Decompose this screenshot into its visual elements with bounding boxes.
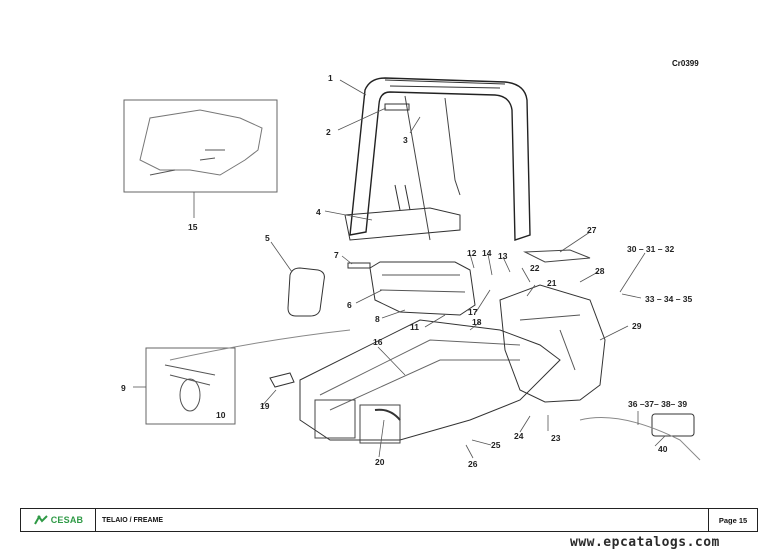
dashboard-cover xyxy=(369,261,476,316)
ref-11: 11 xyxy=(410,322,419,332)
ref-1: 1 xyxy=(328,73,333,83)
ref-24: 24 xyxy=(514,431,524,441)
ref-40: 40 xyxy=(658,444,668,454)
ref-25: 25 xyxy=(491,440,501,450)
ref-3: 3 xyxy=(403,135,408,145)
ref-36-37-38-39: 36 –37– 38– 39 xyxy=(628,399,688,409)
cesab-logo-icon xyxy=(33,515,48,525)
page-number: Page 15 xyxy=(718,515,748,525)
section-title: TELAIO / FREAME xyxy=(96,509,709,531)
inset-part-15 xyxy=(139,109,263,176)
chassis xyxy=(299,319,561,441)
inset-box-9 xyxy=(145,347,236,425)
ref-20: 20 xyxy=(375,457,385,467)
footer-title-block: CESAB TELAIO / FREAME Page 15 xyxy=(20,508,758,532)
cover-5 xyxy=(287,267,325,317)
ref-13: 13 xyxy=(498,251,508,261)
ref-10: 10 xyxy=(216,410,226,420)
drawing-code: Cr0399 xyxy=(672,59,699,68)
ref-23: 23 xyxy=(551,433,561,443)
ref-8: 8 xyxy=(375,314,380,324)
brand-name: CESAB xyxy=(50,515,84,525)
ref-18: 18 xyxy=(472,317,482,327)
ref-16: 16 xyxy=(373,337,383,347)
ref-27: 27 xyxy=(587,225,597,235)
ref-4: 4 xyxy=(316,207,321,217)
brand-logo: CESAB xyxy=(21,509,96,531)
ref-22: 22 xyxy=(530,263,540,273)
ref-5: 5 xyxy=(265,233,270,243)
watermark: www.epcatalogs.com xyxy=(570,535,720,550)
ref-6: 6 xyxy=(347,300,352,310)
ref-33-34-35: 33 – 34 – 35 xyxy=(645,294,693,304)
ref-29: 29 xyxy=(632,321,642,331)
ref-21: 21 xyxy=(547,278,557,288)
plate-40 xyxy=(651,413,695,437)
parts-diagram xyxy=(123,77,701,461)
ref-28: 28 xyxy=(595,266,605,276)
ref-15: 15 xyxy=(188,222,198,232)
ref-17: 17 xyxy=(468,307,478,317)
ref-30-31-32: 30 – 31 – 32 xyxy=(627,244,675,254)
side-cover-29 xyxy=(499,284,606,403)
ref-2: 2 xyxy=(326,127,331,137)
ref-26: 26 xyxy=(468,459,478,469)
plate-27 xyxy=(523,249,591,263)
ref-7: 7 xyxy=(334,250,339,260)
ref-19: 19 xyxy=(260,401,270,411)
ref-12: 12 xyxy=(467,248,477,258)
inset-part-9 xyxy=(179,378,201,412)
inset-box-15 xyxy=(123,99,278,193)
ref-14: 14 xyxy=(482,248,492,258)
ref-9: 9 xyxy=(121,383,126,393)
rollbar-frame xyxy=(349,77,531,241)
